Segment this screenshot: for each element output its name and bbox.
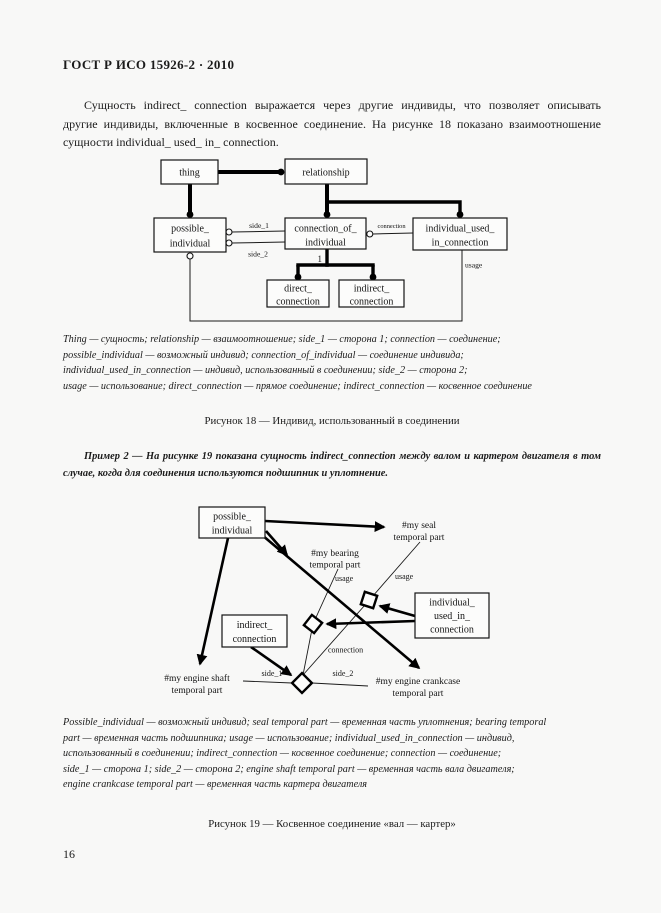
fig19-box-indirect-connection <box>221 614 288 648</box>
fig18-open-circle <box>186 252 194 260</box>
legend-line: usage — использование; direct_connection… <box>63 380 532 392</box>
fig19-arrow-to-engine-crankcase <box>261 534 421 670</box>
intro-line: Сущность indirect_ connection выражается… <box>84 98 601 112</box>
fig19-box-individual-used-in-connection <box>414 592 490 639</box>
fig18-label-cardinality: 1 <box>318 254 323 264</box>
fig18-label-relationship: relationship <box>302 168 349 179</box>
fig19-box-possible-individual <box>198 506 266 539</box>
fig19-label-possible-individual: individual <box>212 526 253 537</box>
fig18-label-individual-used: in_connection <box>432 238 489 249</box>
fig19-side1-line <box>242 680 293 684</box>
fig18-side2-line <box>231 241 286 244</box>
legend-line: possible_individual — возможный индивид;… <box>63 349 464 361</box>
fig19-label-individual-used: used_in_ <box>434 611 471 622</box>
legend-line: individual_used_in_connection — индивид,… <box>63 365 468 377</box>
intro-paragraph: Сущность indirect_ connection выражается… <box>63 96 601 152</box>
fig19-arrow-iuc-to-bearing-diamond <box>325 618 416 630</box>
fig18-label-individual-used: individual_used_ <box>426 224 496 235</box>
figure-19-caption: Рисунок 19 — Косвенное соединение «вал —… <box>208 818 456 830</box>
fig19-label-usage-bearing: usage <box>335 574 354 583</box>
fig19-instance-engine-shaft: #my engine shaft <box>164 673 230 684</box>
fig19-label-side1: side_1 <box>262 669 283 678</box>
fig19-instance-engine-crankcase: #my engine crankcase <box>376 677 460 687</box>
fig18-box-direct-connection <box>266 279 330 308</box>
fig19-label-possible-individual: possible_ <box>213 512 252 523</box>
fig18-label-side2: side_2 <box>248 250 268 259</box>
fig19-instance-bearing: temporal part <box>310 561 361 571</box>
fig19-diamond-bearing-usage <box>302 613 324 635</box>
fig18-box-possible-individual <box>153 217 227 253</box>
legend-line: engine crankcase temporal part — временн… <box>63 779 368 791</box>
fig19-arrow-to-bearing <box>265 530 289 557</box>
fig18-dot <box>323 211 331 218</box>
fig19-arrow-to-seal <box>264 519 386 532</box>
fig19-label-side2: side_2 <box>333 669 354 678</box>
intro-line: сущности individual_ used_ in_ connectio… <box>63 135 279 149</box>
example-line: Пример 2 — На рисунке 19 показана сущнос… <box>84 451 601 462</box>
example-paragraph: Пример 2 — На рисунке 19 показана сущнос… <box>63 449 601 482</box>
legend-line: использованный в соединении; indirect_co… <box>63 748 502 760</box>
figure-18-diagram: thing relationship possible_ individual … <box>153 158 508 322</box>
fig18-label-connection: connection <box>378 223 407 230</box>
fig19-label-individual-used: individual_ <box>429 598 476 609</box>
fig18-box-connection-of-individual <box>284 217 367 250</box>
fig19-instance-bearing: #my bearing <box>311 549 359 559</box>
fig18-box-thing <box>160 159 219 185</box>
fig18-label-side1: side_1 <box>249 221 269 230</box>
fig18-dot <box>277 168 285 176</box>
fig19-arrow-iuc-to-seal-diamond <box>378 603 416 618</box>
legend-line: side_1 — сторона 1; side_2 — сторона 2; … <box>63 763 515 775</box>
fig18-label-direct-connection: direct_ <box>284 284 313 295</box>
fig18-dot <box>369 273 377 281</box>
fig18-label-connection-of-individual: connection_of_ <box>294 224 357 235</box>
legend-line: part — временная часть подшипника; usage… <box>63 732 515 744</box>
page-title: ГОСТ Р ИСО 15926-2 · 2010 <box>63 57 235 72</box>
fig18-label-thing: thing <box>179 168 200 179</box>
fig18-label-usage: usage <box>465 261 483 270</box>
fig19-arrow-to-engine-shaft <box>196 537 230 666</box>
fig18-open-circle <box>225 228 233 236</box>
example-line: случае, когда для соединения используютс… <box>63 467 389 479</box>
fig18-label-direct-connection: connection <box>276 297 320 308</box>
page-number: 16 <box>63 847 75 861</box>
figure-18-caption: Рисунок 18 — Индивид, использованный в с… <box>204 415 460 427</box>
fig18-connection-line <box>372 232 414 235</box>
fig18-open-circle <box>366 230 374 238</box>
fig19-side2-line <box>311 682 369 687</box>
fig18-dot <box>186 211 194 218</box>
fig18-relationship-individualused-line <box>327 200 462 216</box>
figure-18-legend: Thing — сущность; relationship — взаимоо… <box>63 332 608 394</box>
fig19-diamond-indirect-connection <box>290 671 314 695</box>
figure-19-legend: Possible_individual — возможный индивид;… <box>63 715 608 793</box>
fig19-diamond-seal-usage <box>359 590 379 610</box>
fig18-box-individual-used-in-connection <box>412 217 508 251</box>
fig19-instance-seal: #my seal <box>402 521 436 531</box>
legend-line: Possible_individual — возможный индивид;… <box>63 717 547 728</box>
fig19-instance-seal: temporal part <box>394 533 445 543</box>
legend-line: Thing — сущность; relationship — взаимоо… <box>63 334 501 345</box>
fig18-label-connection-of-individual: individual <box>305 238 346 249</box>
fig18-side1-line <box>231 230 286 233</box>
fig18-dot <box>294 273 302 281</box>
intro-line: другие индивиды, включенные в косвенное … <box>63 116 601 131</box>
fig19-label-indirect-connection: indirect_ <box>237 620 274 631</box>
figure-19-diagram: possible_ individual indirect_ connectio… <box>164 506 490 699</box>
fig18-label-indirect-connection: indirect_ <box>354 284 391 295</box>
fig18-label-possible-individual: possible_ <box>171 224 210 235</box>
fig19-label-usage-seal: usage <box>395 572 414 581</box>
fig18-open-circle <box>225 239 233 247</box>
fig18-box-relationship <box>284 158 368 185</box>
fig19-label-connection: connection <box>328 646 363 655</box>
fig18-dot <box>456 211 464 218</box>
fig18-label-indirect-connection: connection <box>350 297 394 308</box>
fig19-instance-engine-shaft: temporal part <box>172 686 223 696</box>
fig19-arrow-indirect-to-diamond <box>250 645 293 677</box>
fig18-box-indirect-connection <box>338 279 405 308</box>
fig18-label-possible-individual: individual <box>170 239 211 250</box>
fig19-label-individual-used: connection <box>430 625 474 636</box>
fig19-label-indirect-connection: connection <box>233 634 277 645</box>
fig18-usage-line <box>189 250 463 322</box>
fig19-instance-engine-crankcase: temporal part <box>393 689 444 699</box>
